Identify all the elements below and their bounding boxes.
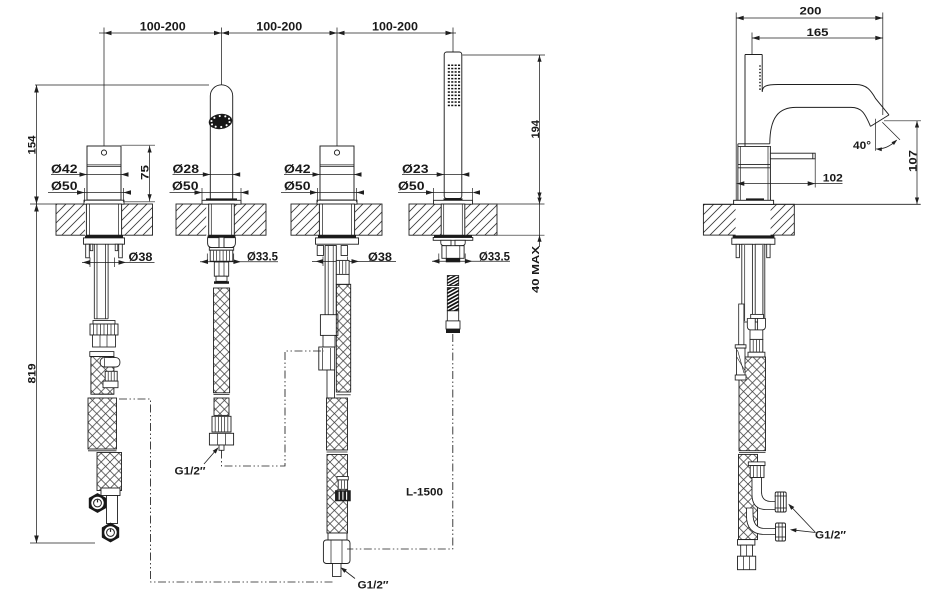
- svg-text:100-200: 100-200: [256, 21, 302, 33]
- svg-text:Ø28: Ø28: [173, 164, 200, 176]
- svg-text:G1/2″: G1/2″: [815, 530, 847, 542]
- svg-text:L-1500: L-1500: [406, 487, 443, 499]
- svg-text:Ø38: Ø38: [368, 252, 393, 264]
- svg-text:Ø33.5: Ø33.5: [479, 252, 511, 264]
- svg-text:Ø50: Ø50: [284, 181, 311, 193]
- svg-text:Ø33.5: Ø33.5: [247, 252, 279, 264]
- svg-text:Ø38: Ø38: [129, 252, 154, 264]
- svg-text:107: 107: [907, 150, 919, 172]
- svg-text:819: 819: [27, 364, 39, 384]
- svg-text:Ø50: Ø50: [51, 181, 78, 193]
- svg-text:Ø42: Ø42: [284, 164, 311, 176]
- svg-text:Ø42: Ø42: [51, 164, 78, 176]
- svg-text:G1/2″: G1/2″: [358, 580, 390, 592]
- svg-text:194: 194: [530, 119, 542, 138]
- svg-text:Ø23: Ø23: [402, 164, 429, 176]
- svg-text:102: 102: [823, 173, 843, 185]
- svg-text:40 MAX: 40 MAX: [530, 246, 542, 293]
- svg-text:Ø50: Ø50: [172, 181, 199, 193]
- svg-text:100-200: 100-200: [372, 21, 418, 33]
- svg-text:Ø50: Ø50: [398, 181, 425, 193]
- svg-text:G1/2″: G1/2″: [175, 466, 207, 478]
- svg-text:100-200: 100-200: [140, 21, 186, 33]
- svg-text:200: 200: [800, 6, 822, 18]
- svg-text:165: 165: [807, 27, 829, 39]
- svg-text:154: 154: [27, 135, 39, 155]
- svg-text:75: 75: [139, 165, 151, 180]
- svg-text:40°: 40°: [853, 140, 871, 152]
